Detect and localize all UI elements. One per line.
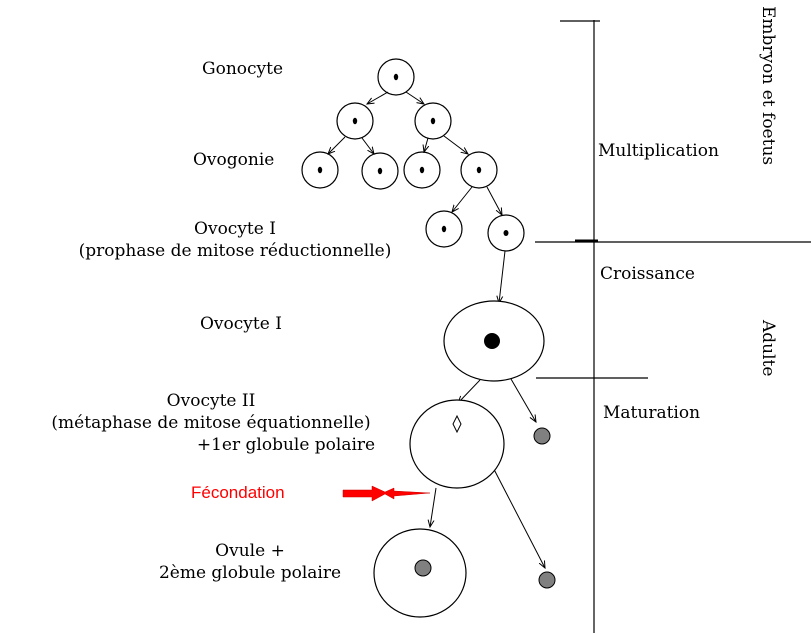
fecondation-arrow: [342, 485, 431, 502]
label-ovocyte2-title: Ovocyte II: [166, 391, 256, 411]
label-ovule-block: Ovule + 2ème globule polaire: [130, 540, 370, 584]
ovocyte1-small-cell: [487, 214, 525, 252]
period-adulte: Adulte: [758, 320, 778, 377]
label-ovocyte1-title: Ovocyte I: [194, 219, 276, 239]
label-ovogonie: Ovogonie: [193, 150, 275, 170]
label-ovocyte2-note: (métaphase de mitose équationnelle): [51, 413, 371, 433]
ovogonie-cell: [336, 102, 374, 140]
ovocyte1-grown-cell: [443, 300, 545, 382]
label-ovocyte2-polar: +1er globule polaire: [196, 435, 376, 455]
label-ovule-polar: 2ème globule polaire: [158, 563, 342, 583]
label-fecondation: Fécondation: [191, 483, 285, 502]
phase-maturation: Maturation: [603, 403, 701, 423]
ovogonie-cell: [361, 152, 399, 190]
ovogonie-cell: [403, 151, 441, 189]
ovule-cell: [373, 528, 467, 618]
ovocyte2-cell: [409, 399, 505, 489]
period-embryon: Embryon et foetus: [758, 6, 778, 166]
first-polar-body: [533, 427, 551, 445]
label-ovocyte1-note: (prophase de mitose réductionnelle): [78, 241, 392, 261]
phase-multiplication: Multiplication: [598, 141, 719, 161]
ovogonie-cell: [301, 151, 339, 189]
label-gonocyte: Gonocyte: [202, 59, 284, 79]
ovogonie-cell: [460, 151, 498, 189]
label-ovocyte1-block: Ovocyte I (prophase de mitose réductionn…: [40, 218, 430, 262]
ovogonie-cell: [414, 102, 452, 140]
label-ovocyte1-grown: Ovocyte I: [200, 314, 282, 334]
second-polar-body: [538, 571, 556, 589]
division-arrows: [328, 91, 545, 568]
label-ovocyte2-block: Ovocyte II (métaphase de mitose équation…: [6, 390, 416, 456]
gonocyte-cell: [377, 58, 415, 96]
label-ovule-title: Ovule +: [215, 541, 285, 561]
ovocyte1-small-cell: [425, 210, 463, 248]
phase-croissance: Croissance: [600, 264, 695, 284]
